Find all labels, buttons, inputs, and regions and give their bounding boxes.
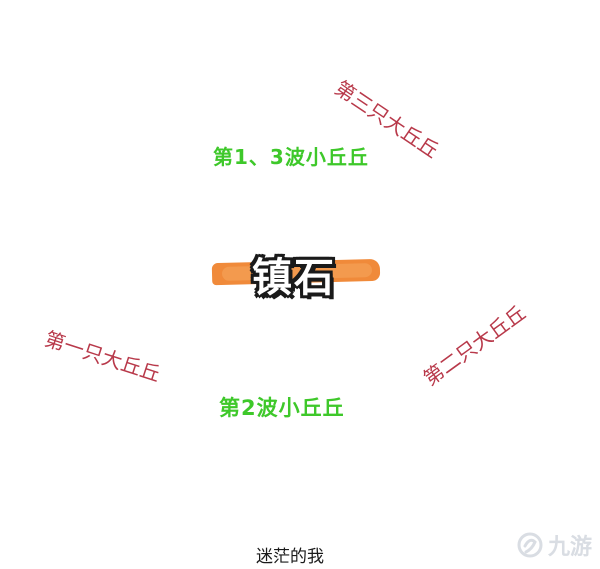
caption-label: 迷茫的我 bbox=[256, 547, 324, 567]
boss-1-label: 第一只大丘丘 bbox=[41, 326, 164, 387]
wave-1-3-label: 第1、3波小丘丘 bbox=[213, 145, 369, 169]
wave-2-label: 第2波小丘丘 bbox=[219, 396, 345, 420]
watermark: 九游 bbox=[516, 529, 592, 561]
center-stone-marker: 镇石 bbox=[211, 247, 382, 301]
nine-game-logo-icon bbox=[516, 531, 544, 559]
center-stone-label: 镇石 bbox=[252, 255, 336, 301]
watermark-text: 九游 bbox=[547, 535, 592, 560]
boss-2-label: 第二只大丘丘 bbox=[418, 300, 531, 391]
